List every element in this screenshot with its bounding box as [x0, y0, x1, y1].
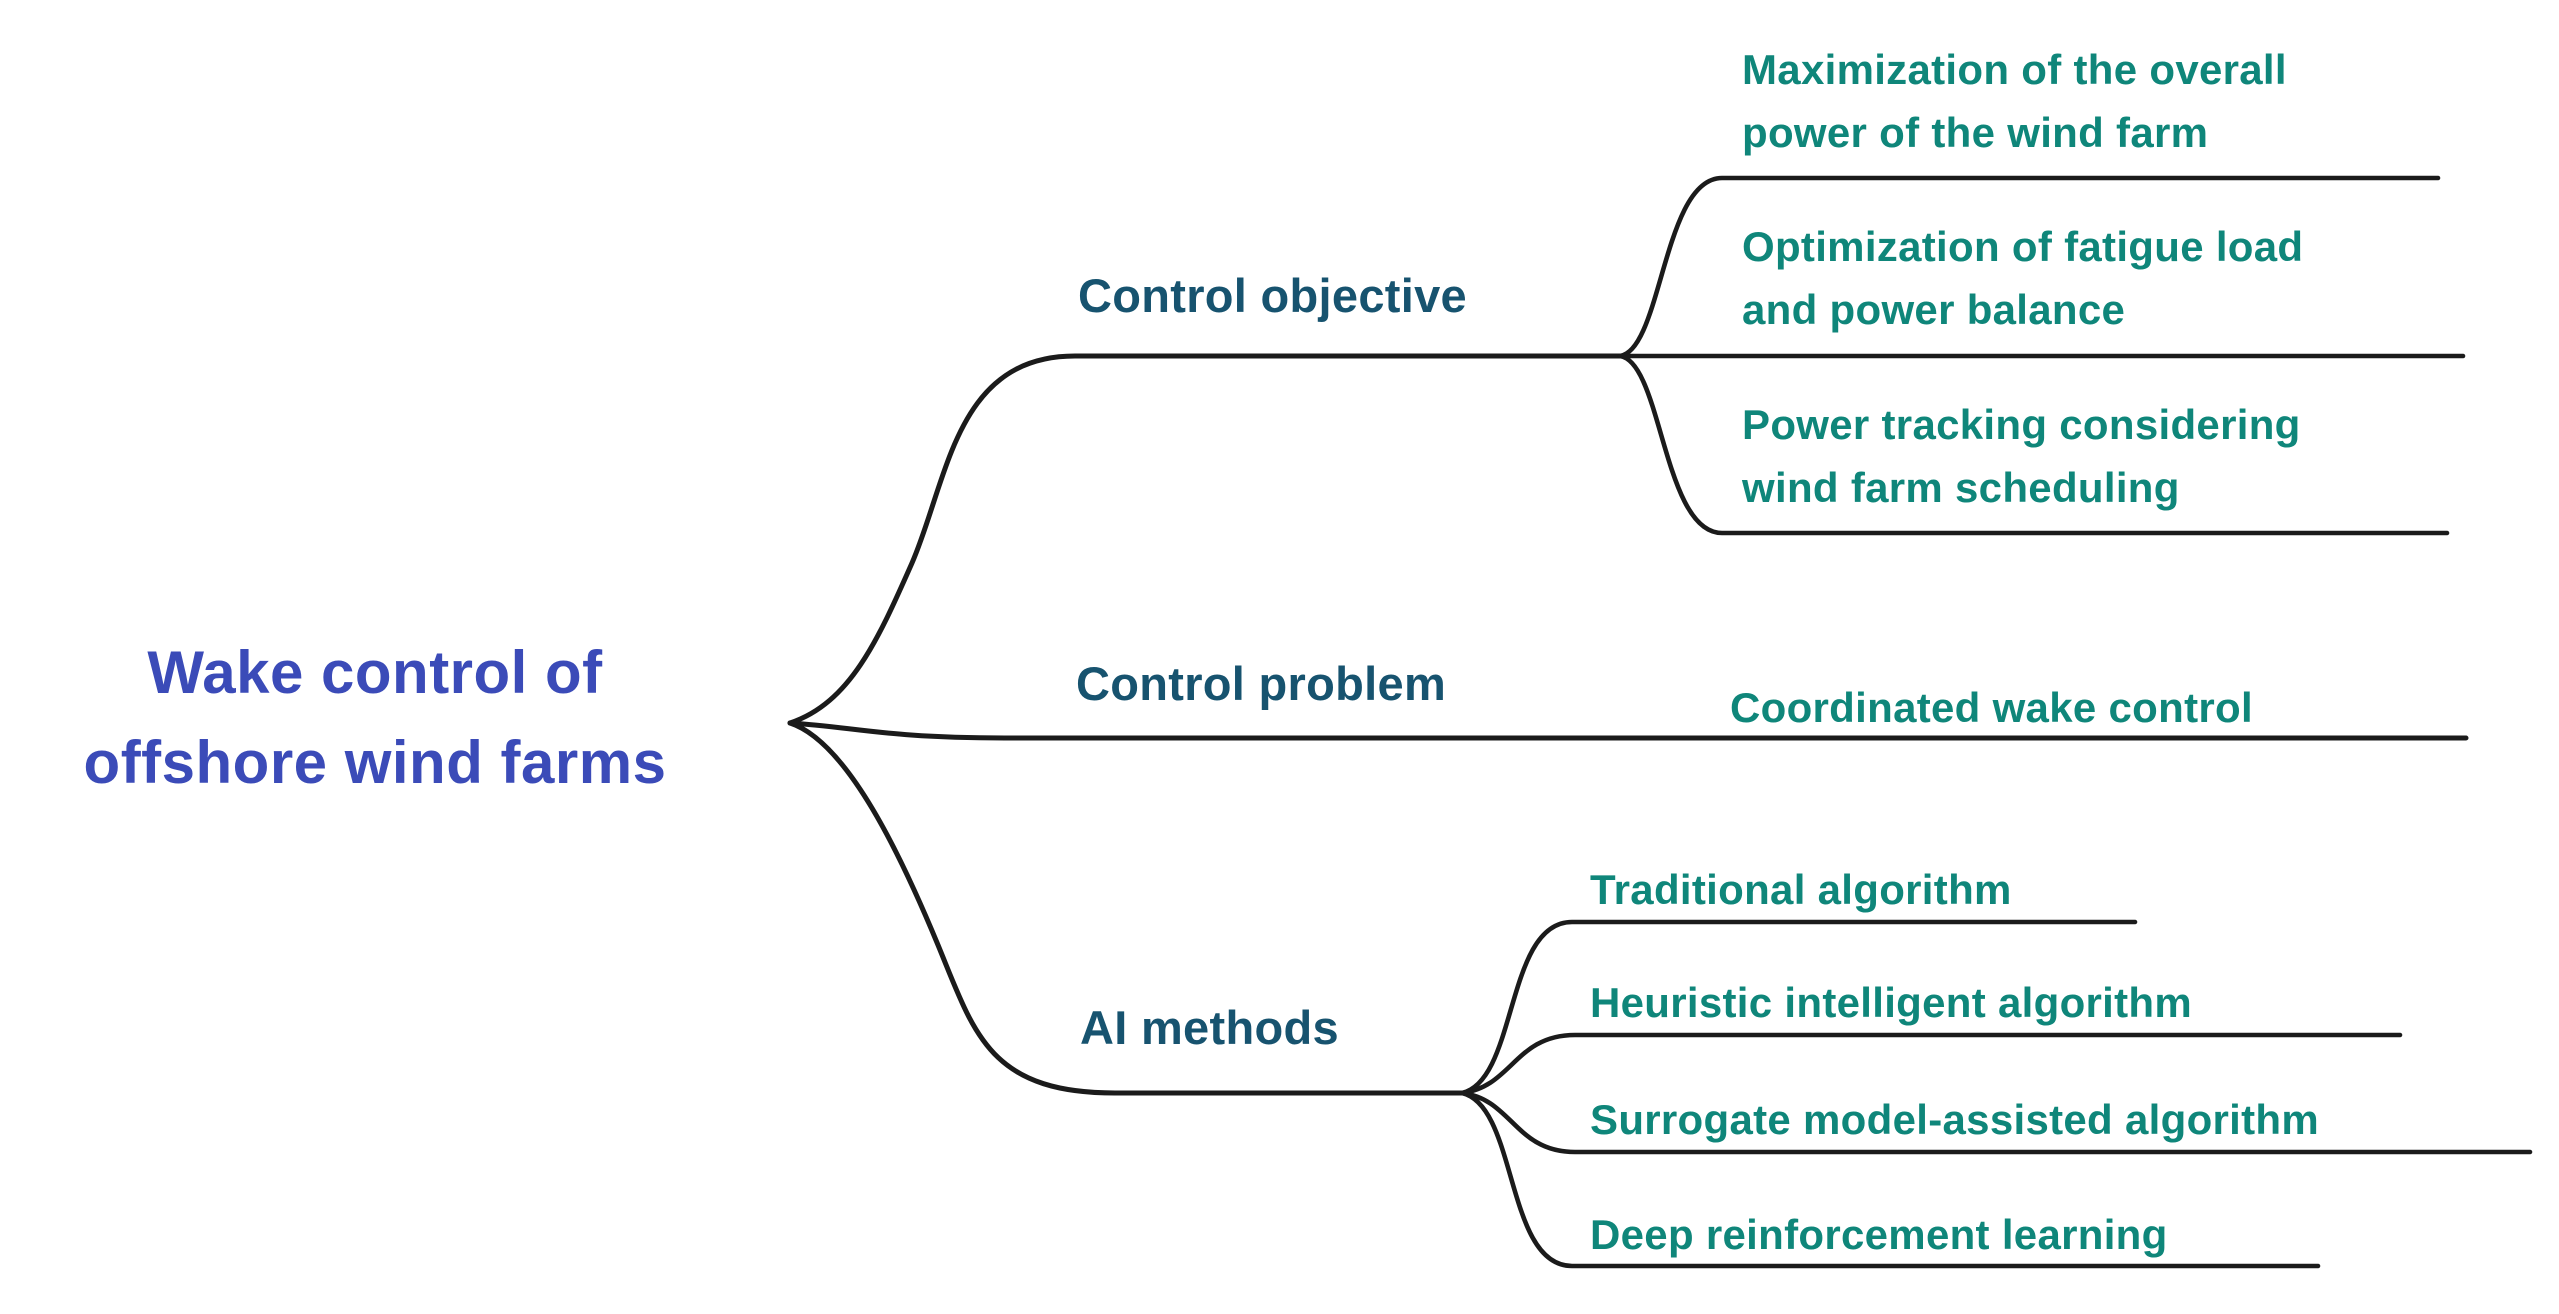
leaf-line: Traditional algorithm	[1590, 866, 2012, 913]
leaf-deep-reinforcement-learning: Deep reinforcement learning	[1590, 1203, 2168, 1266]
edge-ai-methods-to-traditional	[1459, 919, 2138, 1096]
leaf-line: Heuristic intelligent algorithm	[1590, 979, 2193, 1026]
leaf-line: Coordinated wake control	[1730, 684, 2253, 731]
edge-ai-methods-to-heuristic	[1459, 1032, 2403, 1096]
leaf-traditional-algorithm: Traditional algorithm	[1590, 858, 2012, 921]
leaf-line: and power balance	[1742, 286, 2126, 333]
root-node-line-1: Wake control of	[147, 639, 603, 706]
edge-ai-methods-to-deep-rl	[1459, 1090, 2321, 1269]
leaf-line: Power tracking considering	[1742, 401, 2301, 448]
edge-root-to-control-objective	[787, 353, 1623, 726]
leaf-line: Optimization of fatigue load	[1742, 223, 2304, 270]
root-node-line-2: offshore wind farms	[83, 729, 667, 796]
leaf-line: Deep reinforcement learning	[1590, 1211, 2168, 1258]
branch-label-control-problem: Control problem	[1076, 657, 1447, 710]
edge-root-to-control-problem	[787, 720, 2469, 741]
edge-control-objective-to-power-tracking	[1617, 353, 2450, 536]
leaf-optimization-fatigue-load: Optimization of fatigue load and power b…	[1742, 215, 2303, 341]
edge-control-objective-to-maximization	[1617, 175, 2441, 359]
leaf-maximization-overall-power: Maximization of the overall power of the…	[1742, 38, 2287, 164]
edge-ai-methods-to-surrogate	[1459, 1090, 2533, 1155]
leaf-line: wind farm scheduling	[1742, 464, 2180, 511]
leaf-heuristic-intelligent-algorithm: Heuristic intelligent algorithm	[1590, 971, 2192, 1034]
leaf-surrogate-model-assisted-algorithm: Surrogate model-assisted algorithm	[1590, 1088, 2319, 1151]
leaf-line: Surrogate model-assisted algorithm	[1590, 1096, 2320, 1143]
leaf-coordinated-wake-control: Coordinated wake control	[1730, 676, 2253, 739]
leaf-power-tracking-scheduling: Power tracking considering wind farm sch…	[1742, 393, 2301, 519]
leaf-line: Maximization of the overall	[1742, 46, 2287, 93]
root-node: Wake control of offshore wind farms	[25, 628, 725, 808]
branch-label-ai-methods: AI methods	[1080, 1001, 1339, 1054]
leaf-line: power of the wind farm	[1742, 109, 2209, 156]
edge-root-to-ai-methods	[787, 720, 1465, 1096]
branch-label-control-objective: Control objective	[1078, 269, 1467, 322]
